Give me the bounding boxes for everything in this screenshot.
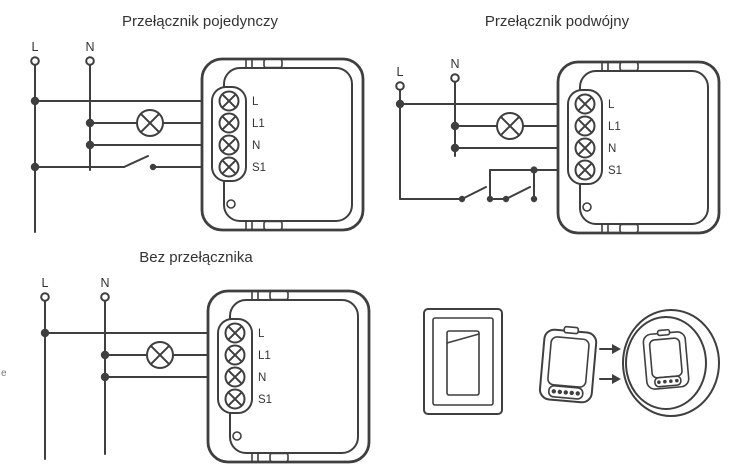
module-in-box [642,328,690,390]
smart-module [558,62,719,233]
diagram-title: Przełącznik podwójny [485,13,630,30]
module-illustration [538,325,598,404]
single-switch-icon [123,155,157,171]
arrow-right-icon [599,343,622,355]
line-l-label: L [32,40,39,54]
diagram-single-switch: Przełącznik pojedynczy L N [30,13,363,233]
terminal-s1: S1 [258,394,272,406]
lamp-icon [496,112,524,140]
junction-dots [30,96,95,172]
terminal-labels: L L1 N S1 [608,99,622,177]
terminal-s1: S1 [252,162,266,174]
line-n-label: N [100,276,109,290]
line-l-label: L [42,276,49,290]
junction-dots [40,328,110,382]
terminal-labels: L L1 N S1 [252,96,266,174]
supply-lines [395,73,460,200]
smart-module [202,59,363,230]
supply-lines [30,56,95,233]
wall-switch-illustration [423,308,503,415]
diagram-double-switch: Przełącznik podwójny L N [395,13,719,233]
terminal-s1: S1 [608,165,622,177]
terminal-l1: L1 [252,118,265,130]
wires [34,100,217,168]
lamp-icon [136,109,164,137]
installation-illustration [423,308,720,417]
terminal-l1: L1 [258,350,271,362]
diagram-title: Bez przełącznika [139,249,253,266]
cropped-edge-text: e [1,368,7,379]
smart-module [208,291,369,462]
round-mounting-box-illustration [622,309,720,417]
lamp-icon [146,341,174,369]
supply-lines [40,292,110,460]
line-l-label: L [397,65,404,79]
diagram-title: Przełącznik pojedynczy [122,13,278,30]
line-n-label: N [85,40,94,54]
terminal-n: N [252,140,260,152]
terminal-n: N [258,372,266,384]
terminal-l: L [608,99,615,111]
diagram-no-switch: Bez przełącznika L N e L L1 N S1 [1,249,369,462]
wires [399,103,573,200]
terminal-labels: L L1 N S1 [258,328,272,406]
terminal-l: L [252,96,259,108]
arrow-right-icon [599,373,622,385]
terminal-l1: L1 [608,121,621,133]
terminal-l: L [258,328,265,340]
line-n-label: N [450,57,459,71]
double-switch-icon [458,186,538,203]
terminal-n: N [608,143,616,155]
wires [44,332,223,378]
